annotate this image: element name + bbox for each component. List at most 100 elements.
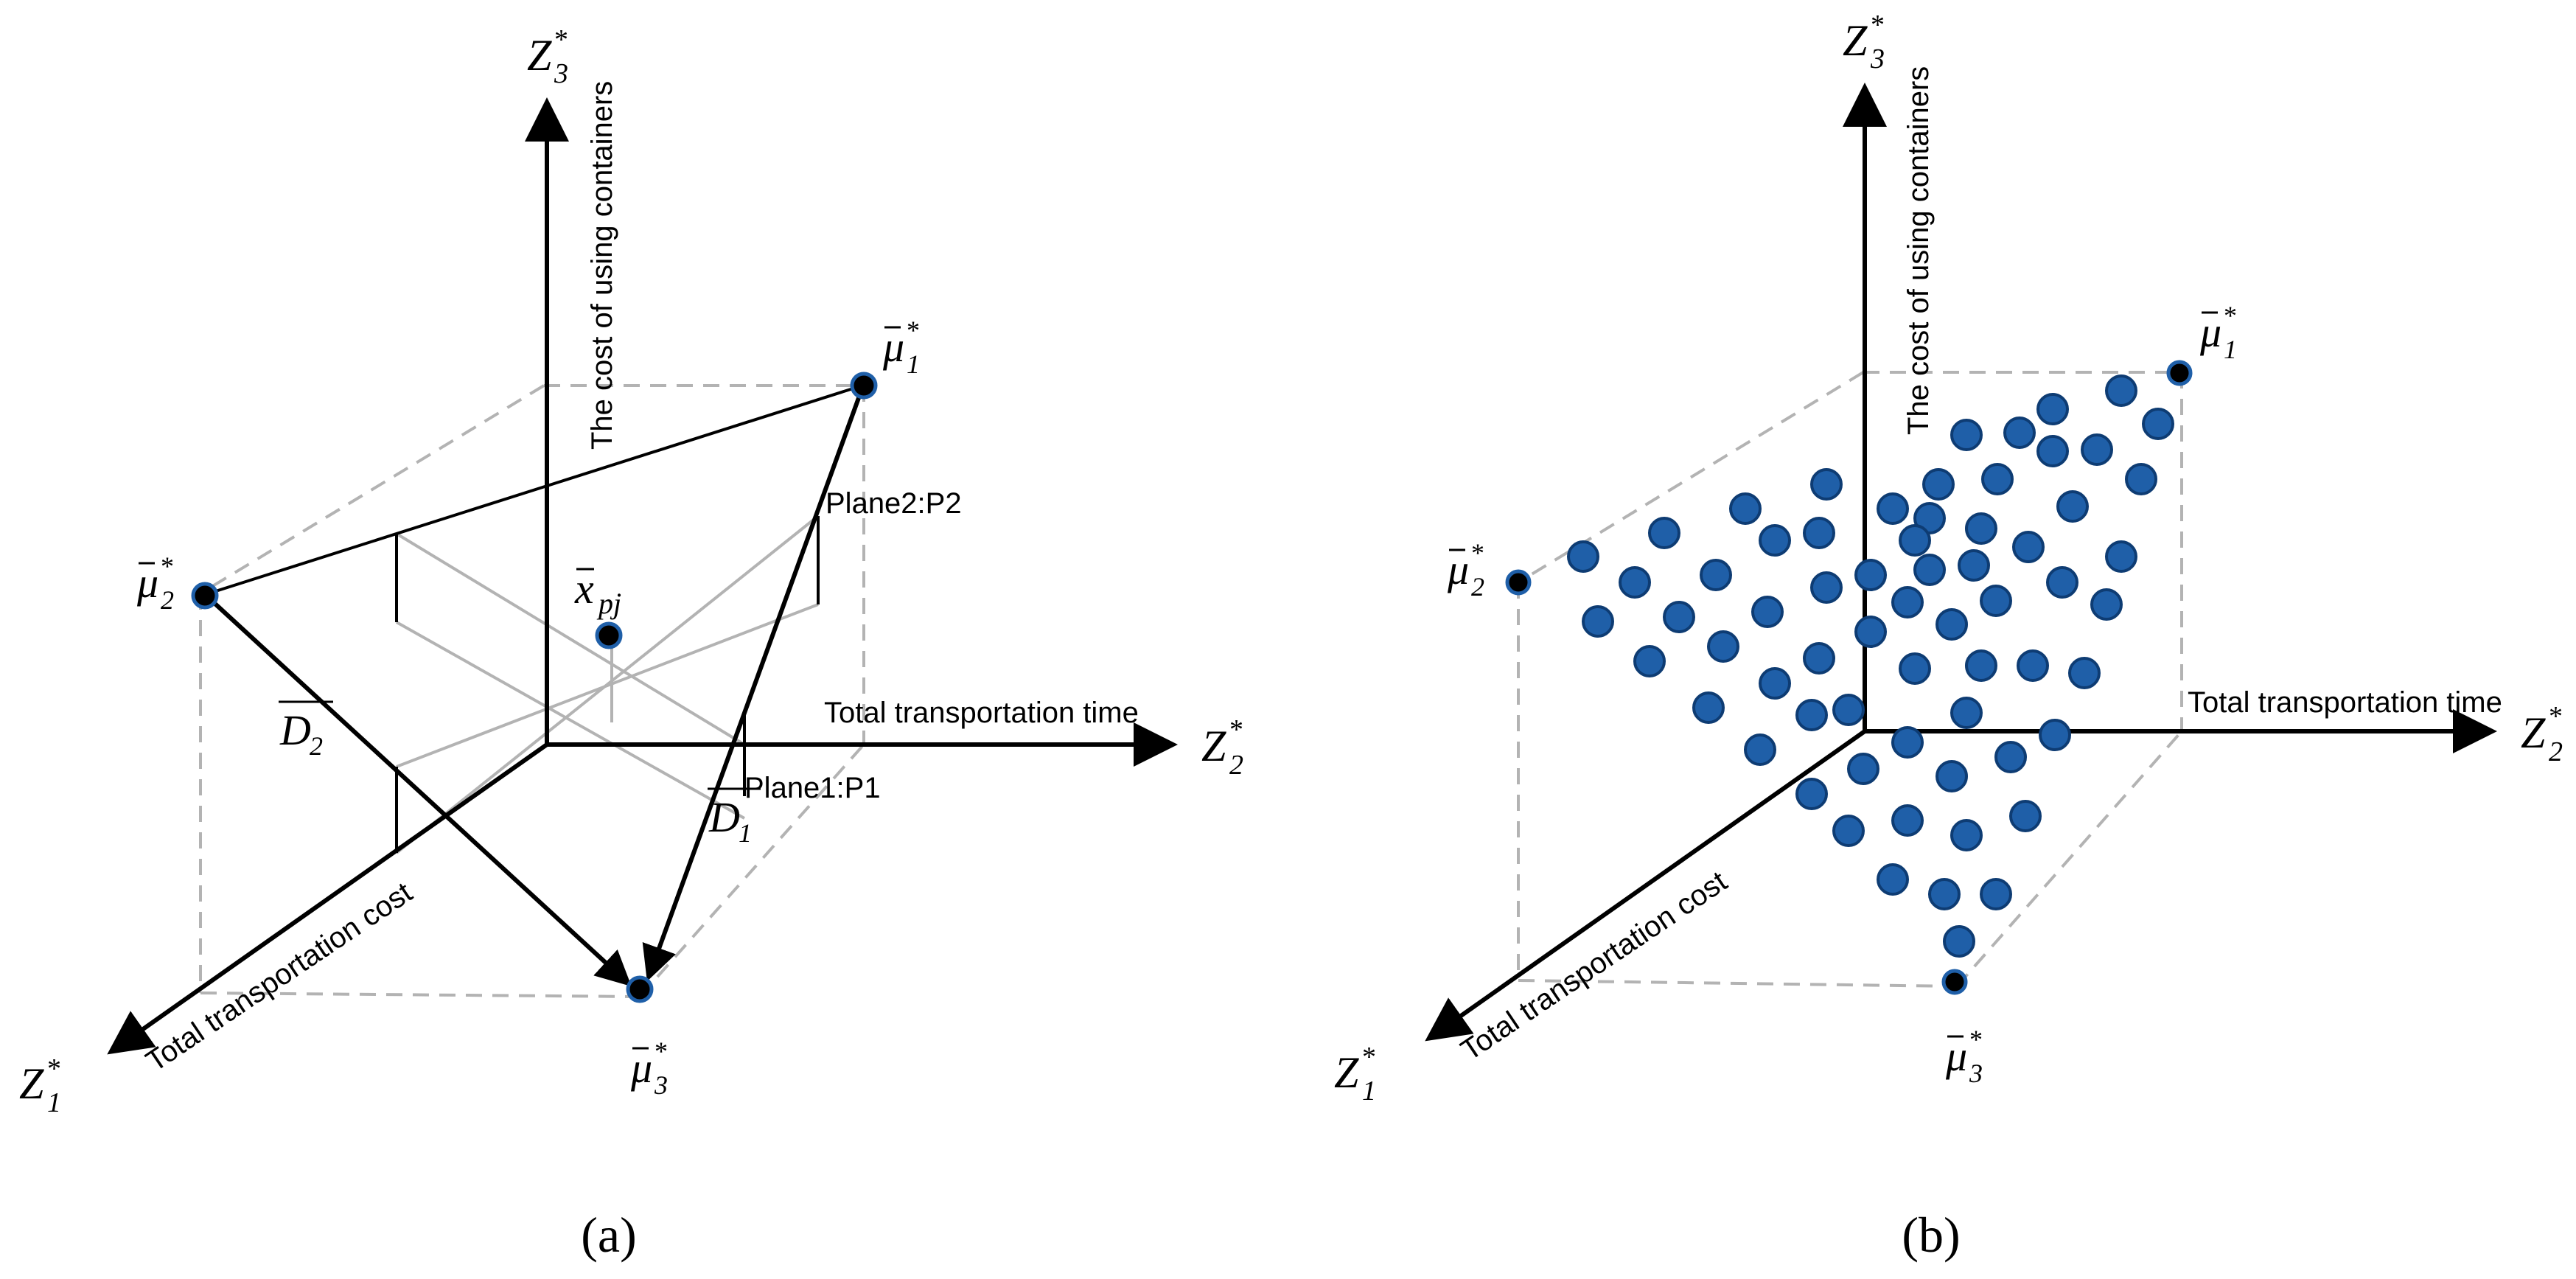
svg-text:*: *	[47, 1053, 61, 1084]
panel-a-arrows-to-mu3	[206, 386, 865, 987]
solution-point-5	[2081, 433, 2113, 466]
svg-text:*: *	[1362, 1042, 1376, 1073]
solution-point-13	[1877, 492, 1909, 525]
solution-point-45	[1633, 645, 1666, 677]
svg-text:x: x	[574, 565, 594, 613]
solution-point-57	[1795, 778, 1828, 810]
panel-a-axes	[107, 97, 1178, 1055]
solution-point-26	[1958, 549, 1990, 582]
svg-text:D: D	[279, 706, 311, 754]
solution-point-18	[1899, 524, 1931, 557]
solution-point-35	[1936, 608, 1968, 641]
z3-title-a: The cost of using containers	[586, 81, 618, 450]
svg-text:*: *	[1871, 10, 1885, 41]
z2-symbol-a: Z 2 *	[1201, 714, 1243, 781]
solution-point-59	[1891, 804, 1924, 837]
z3-title-b: The cost of using containers	[1902, 66, 1935, 435]
solution-point-64	[1980, 878, 2012, 910]
solution-point-49	[1832, 694, 1865, 726]
solution-point-3	[2036, 393, 2069, 425]
solution-point-12	[1810, 468, 1843, 501]
panel-a-dashed-box	[199, 384, 865, 998]
solution-point-29	[1810, 571, 1843, 604]
solution-point-15	[1965, 512, 1997, 545]
solution-point-24	[1854, 559, 1887, 591]
solution-point-39	[1707, 630, 1739, 663]
solution-point-6	[2036, 435, 2069, 467]
mu3-label-b: μ 3 *	[1945, 1025, 1983, 1088]
xpj-label: x pj	[574, 565, 621, 620]
d1-label: D 1	[708, 787, 761, 848]
panel-b-solution-points	[1567, 374, 2174, 958]
svg-text:2: 2	[1229, 750, 1243, 781]
svg-text:μ: μ	[882, 323, 904, 371]
mu1-label-b: μ 1 *	[2199, 301, 2237, 364]
solution-point-16	[2012, 531, 2045, 563]
z3-symbol-a: Z 3 *	[527, 24, 568, 89]
svg-text:3: 3	[654, 1070, 668, 1100]
solution-point-14	[1913, 502, 1946, 534]
solution-point-51	[1744, 733, 1776, 766]
mu2-point-b	[1505, 569, 1532, 596]
svg-text:*: *	[907, 316, 920, 345]
plane1-label: Plane1:P1	[744, 772, 881, 804]
z2-title-a: Total transportation time	[824, 697, 1139, 729]
solution-point-43	[2068, 657, 2101, 689]
svg-text:2: 2	[161, 585, 174, 615]
solution-point-36	[1751, 596, 1784, 628]
solution-point-21	[1648, 517, 1680, 549]
xpj-point	[595, 621, 623, 649]
solution-point-52	[1891, 726, 1924, 759]
z1-symbol-b: Z 1 *	[1334, 1042, 1376, 1107]
solution-point-32	[1980, 585, 2012, 617]
svg-text:D: D	[708, 793, 740, 841]
solution-point-33	[2090, 588, 2123, 621]
svg-text:*: *	[554, 24, 568, 55]
solution-point-54	[1847, 753, 1879, 785]
svg-text:μ: μ	[1945, 1032, 1967, 1080]
solution-point-48	[1795, 699, 1828, 731]
svg-text:1: 1	[1362, 1076, 1376, 1107]
caption-b: (b)	[1902, 1207, 1960, 1263]
panel-a-distance-markers	[395, 516, 820, 853]
panel-b-dashed-box	[1517, 371, 2183, 988]
solution-point-4	[2125, 463, 2157, 495]
panel-a-mu2-mu1-edge	[206, 384, 863, 596]
svg-text:2: 2	[1471, 572, 1484, 602]
z1-title-a: Total transportation cost	[140, 877, 418, 1078]
svg-text:2: 2	[310, 731, 323, 761]
solution-point-56	[1994, 741, 2027, 773]
svg-text:Z: Z	[19, 1059, 44, 1108]
panel-b: Total transportation time The cost of us…	[1334, 10, 2563, 1263]
solution-point-30	[1619, 566, 1651, 599]
svg-text:*: *	[2549, 701, 2563, 732]
mu1-point-b	[2166, 360, 2193, 386]
solution-point-34	[1854, 616, 1887, 648]
svg-text:3: 3	[554, 58, 568, 89]
solution-point-1	[2105, 374, 2137, 407]
svg-text:3: 3	[1969, 1059, 1983, 1088]
svg-text:μ: μ	[136, 559, 158, 607]
plane2-label: Plane2:P2	[825, 487, 962, 520]
solution-point-63	[1928, 878, 1961, 910]
z1-axis-b	[1425, 729, 1866, 1042]
z1-axis-a	[107, 742, 548, 1055]
solution-point-7	[1950, 419, 1983, 451]
mu2-label-a: μ 2 *	[136, 551, 174, 615]
panel-a-plane-lines	[395, 515, 820, 854]
solution-point-41	[1965, 649, 1997, 682]
svg-text:Z: Z	[1201, 722, 1226, 770]
solution-point-40	[1899, 652, 1931, 685]
mu1-label-a: μ 1 *	[882, 316, 920, 379]
solution-point-22	[2105, 540, 2137, 573]
solution-point-58	[1832, 815, 1865, 847]
svg-text:2: 2	[2549, 736, 2563, 767]
solution-point-50	[1950, 697, 1983, 729]
solution-point-19	[1729, 492, 1762, 525]
mu3-point-b	[1941, 969, 1968, 995]
z2-symbol-b: Z 2 *	[2521, 701, 2563, 767]
solution-point-42	[2017, 649, 2049, 682]
svg-text:1: 1	[2224, 335, 2237, 364]
solution-point-10	[1922, 468, 1955, 501]
